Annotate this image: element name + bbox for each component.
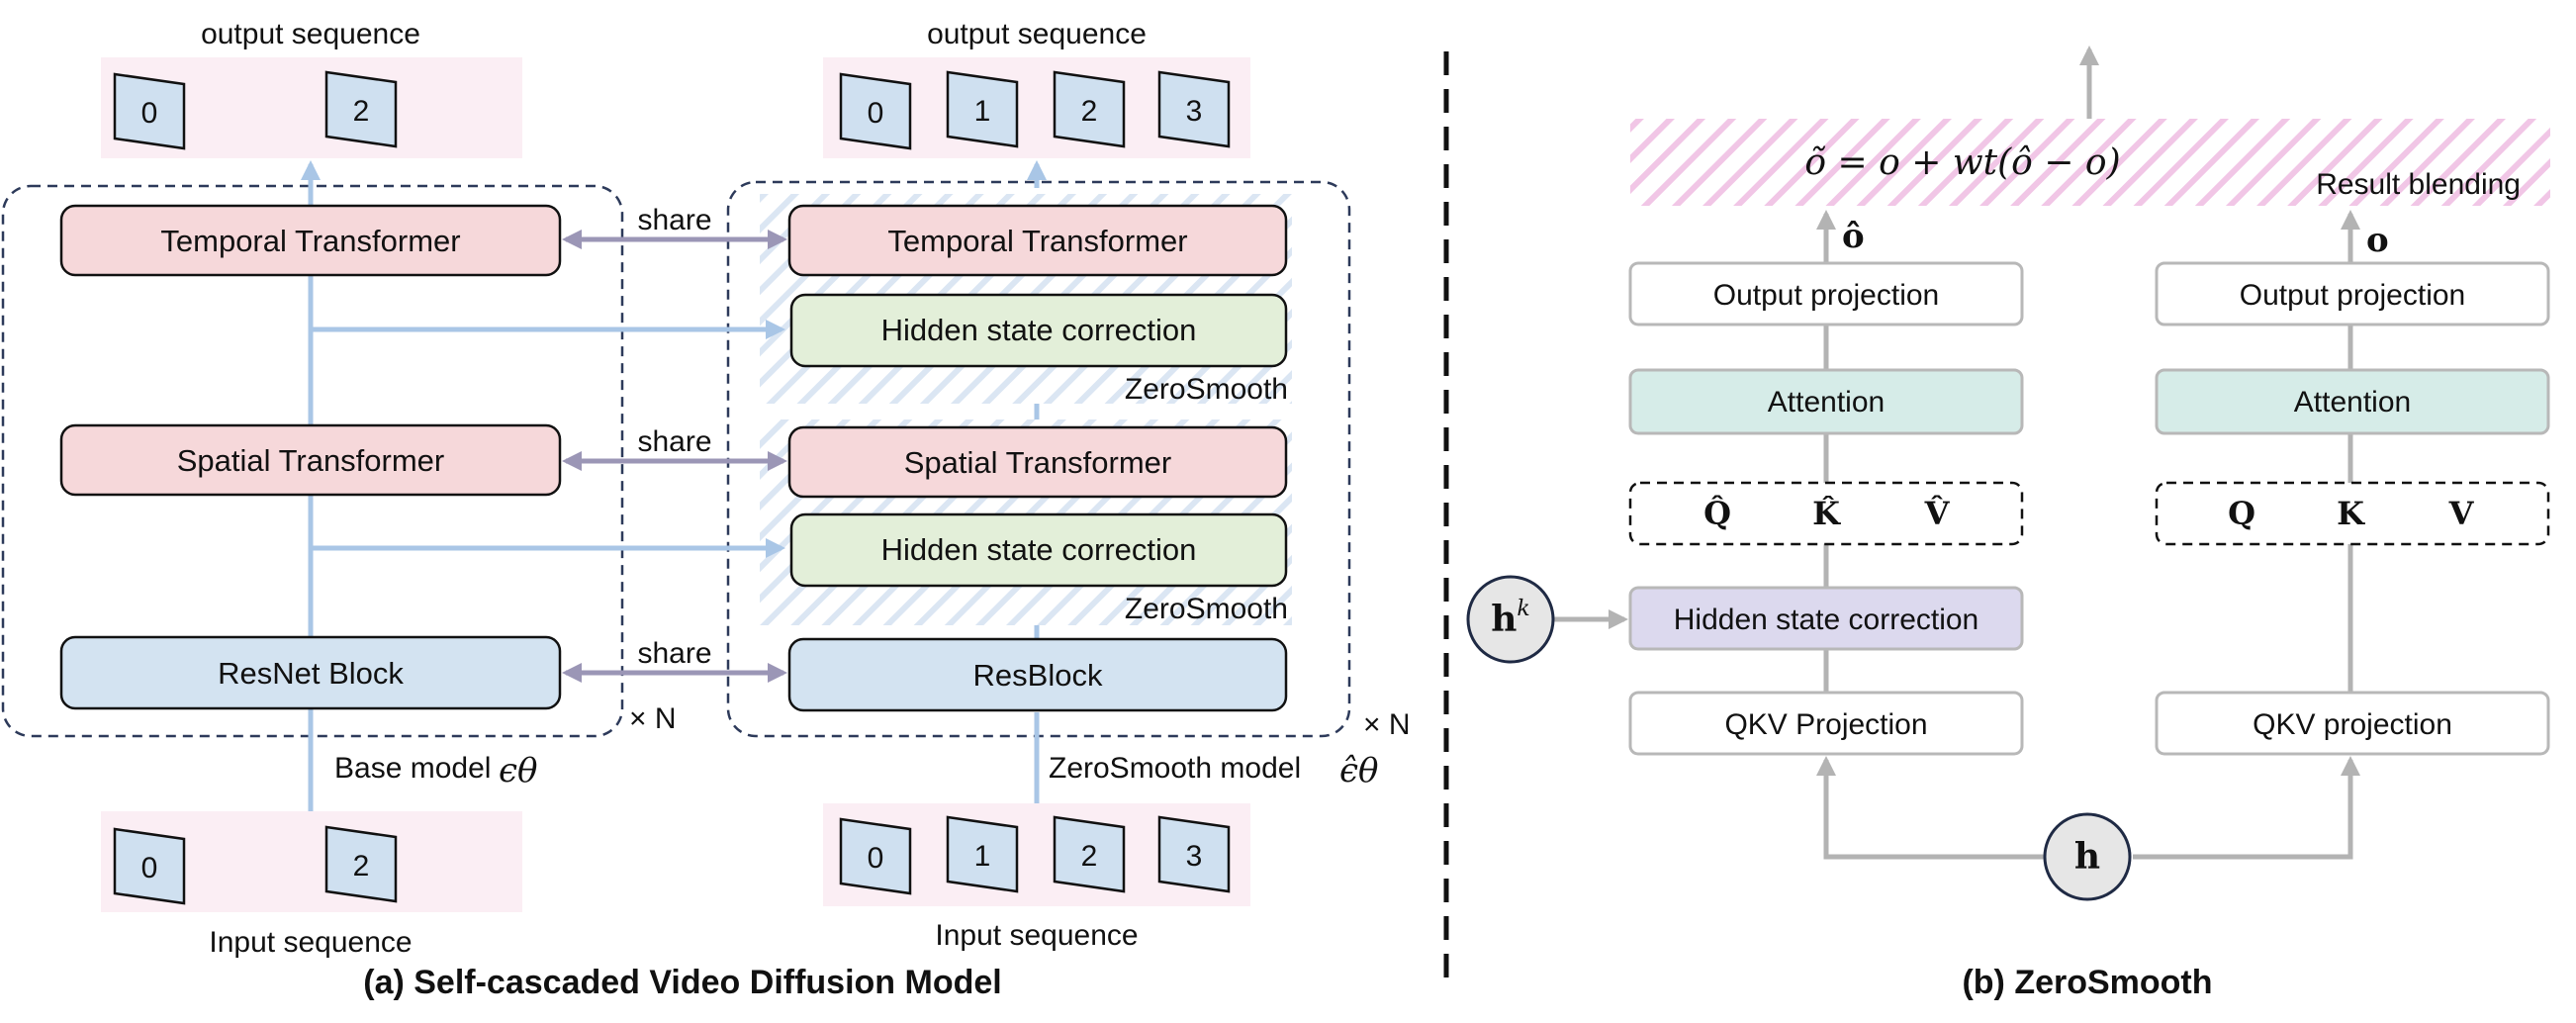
v-hat-label: V̂ <box>1924 495 1951 532</box>
v-label: V <box>2448 495 2475 532</box>
base-input-frames: 0 2 <box>113 825 398 905</box>
k-label: K <box>2337 495 2365 532</box>
frame-label: 0 <box>868 97 884 130</box>
frame-label: 2 <box>1081 95 1098 128</box>
left-output-projection: Output projection <box>1628 261 2024 326</box>
block-label: Temporal Transformer <box>887 224 1187 258</box>
blend-formula: õ = o + wt(ô − o) <box>1804 142 2120 183</box>
zero-temporal-transformer: Temporal Transformer <box>787 204 1288 277</box>
base-resnet-block: ResNet Block <box>59 635 562 710</box>
base-input-label: Input sequence <box>209 926 412 959</box>
caption-b: (b) ZeroSmooth <box>1962 964 2212 1001</box>
frame <box>113 827 186 905</box>
h-to-left-path <box>1816 756 2044 860</box>
frame-label: 2 <box>1081 840 1098 873</box>
times-n-zero: × N <box>1363 708 1411 741</box>
base-output-label: output sequence <box>201 18 420 50</box>
frame-label: 3 <box>1186 95 1203 128</box>
block-label: QKV Projection <box>1724 708 1927 741</box>
zerosmooth-tag-2: ZeroSmooth <box>1125 593 1288 625</box>
zero-output-label: output sequence <box>927 18 1147 50</box>
h-to-right-path <box>2133 756 2360 860</box>
frame <box>1157 70 1231 148</box>
right-output-projection: Output projection <box>2155 261 2550 326</box>
frame <box>113 72 186 150</box>
frame <box>839 72 912 150</box>
o-label: o <box>2366 221 2389 260</box>
frame <box>1157 815 1231 893</box>
block-label: Spatial Transformer <box>177 443 445 478</box>
frame-label: 2 <box>353 850 370 883</box>
right-qkv-group: Q K V <box>2155 481 2550 546</box>
frame <box>1053 815 1126 893</box>
q-label: Q <box>2228 495 2255 532</box>
base-spatial-transformer: Spatial Transformer <box>59 423 562 497</box>
share-label-1: share <box>637 204 711 236</box>
frame <box>946 70 1019 148</box>
zero-output-frames: 0 1 2 3 <box>839 70 1231 150</box>
zero-input-label: Input sequence <box>935 919 1138 952</box>
frame-label: 0 <box>868 842 884 875</box>
zero-input-frames: 0 1 2 3 <box>839 815 1231 895</box>
base-model-symbol: ϵθ <box>499 751 538 790</box>
block-label: Attention <box>2294 386 2411 418</box>
frame <box>324 825 398 903</box>
frame <box>946 815 1019 893</box>
block-label: ResBlock <box>973 658 1103 693</box>
base-temporal-transformer: Temporal Transformer <box>59 204 562 277</box>
frame-label: 3 <box>1186 840 1203 873</box>
left-qkv-group: Q̂ K̂ V̂ <box>1628 481 2024 546</box>
result-blending-band <box>1630 119 2550 206</box>
h-node: h <box>2043 812 2132 901</box>
zero-spatial-transformer: Spatial Transformer <box>787 425 1288 499</box>
right-attention: Attention <box>2155 368 2550 435</box>
frame-label: 1 <box>974 840 991 873</box>
block-label: Output projection <box>2240 279 2465 312</box>
right-hidden-state-correction: Hidden state correction <box>1628 586 2024 651</box>
zero-hidden-state-correction-1: Hidden state correction <box>789 293 1288 368</box>
frame <box>324 70 398 148</box>
share-label-2: share <box>637 425 711 458</box>
block-label: QKV projection <box>2253 708 2452 741</box>
block-label: Spatial Transformer <box>904 445 1172 480</box>
frame <box>1053 70 1126 148</box>
caption-a: (a) Self-cascaded Video Diffusion Model <box>363 964 1002 1001</box>
base-output-frames: 0 2 <box>113 70 398 150</box>
block-label: Hidden state correction <box>1674 604 1979 636</box>
frame-label: 2 <box>353 95 370 128</box>
zerosmooth-tag-1: ZeroSmooth <box>1125 373 1288 406</box>
q-hat-label: Q̂ <box>1703 495 1731 532</box>
zero-model-label: ZeroSmooth model <box>1049 752 1301 785</box>
share-label-3: share <box>637 637 711 670</box>
block-label: ResNet Block <box>218 656 404 691</box>
hk-node: hk <box>1466 575 1555 664</box>
k-hat-label: K̂ <box>1812 495 1841 532</box>
block-label: Temporal Transformer <box>160 224 460 258</box>
frame-label: 0 <box>141 852 158 884</box>
block-label: Hidden state correction <box>881 313 1197 347</box>
frame <box>839 817 912 895</box>
block-label: Attention <box>1768 386 1885 418</box>
right-qkv-projection: QKV projection <box>2155 691 2550 756</box>
result-blending-label: Result blending <box>2316 168 2521 201</box>
base-model-label: Base model <box>334 752 491 785</box>
zero-hidden-state-correction-2: Hidden state correction <box>789 512 1288 588</box>
zero-model-symbol: ϵ̂θ <box>1339 751 1379 790</box>
frame-label: 0 <box>141 97 158 130</box>
frame-label: 1 <box>974 95 991 128</box>
zero-resblock: ResBlock <box>787 637 1288 712</box>
block-label: Hidden state correction <box>881 532 1197 567</box>
left-attention: Attention <box>1628 368 2024 435</box>
left-qkv-projection: QKV Projection <box>1628 691 2024 756</box>
times-n-base: × N <box>629 702 677 735</box>
block-label: Output projection <box>1713 279 1939 312</box>
o-hat-label: ô <box>1842 217 1865 256</box>
h-label: h <box>2074 836 2100 878</box>
